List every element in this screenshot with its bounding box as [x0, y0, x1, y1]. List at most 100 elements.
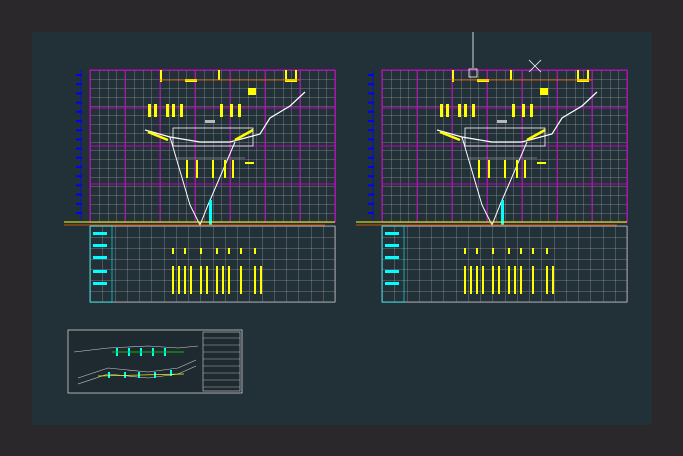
drawing-canvas[interactable]: [32, 32, 652, 425]
station-value-marker: [178, 266, 180, 294]
pile-marker: [472, 104, 475, 117]
elevation-tick-label: [368, 166, 374, 168]
elevation-tick-label: [368, 129, 374, 132]
cross-section-sheet-2: [356, 69, 628, 303]
elevation-tick-label: [76, 147, 82, 150]
structure-marker: [160, 70, 162, 82]
channel-section: [169, 136, 236, 227]
structure-marker: [577, 70, 579, 82]
elevation-tick-label: [76, 83, 82, 86]
elevation-tick-label: [76, 110, 82, 113]
station-value-marker: [206, 266, 208, 294]
elevation-tick-label: [368, 138, 374, 141]
pile-marker: [522, 104, 525, 117]
pickbox-icon: [468, 68, 478, 78]
pile-marker: [172, 104, 175, 117]
elevation-tick-label: [76, 156, 82, 159]
pile-marker: [180, 104, 183, 117]
elevation-tick-label: [368, 83, 374, 86]
elevation-tick-label: [368, 147, 374, 150]
station-value-marker: [260, 266, 262, 294]
terrain-profile: [436, 91, 598, 143]
pile-marker: [464, 104, 467, 117]
elevation-tick-label: [368, 110, 374, 113]
elevation-tick-label: [76, 184, 82, 187]
structure-marker: [218, 70, 220, 80]
station-value-marker: [520, 266, 522, 294]
model-space-viewport[interactable]: [32, 32, 652, 425]
station-value-marker: [216, 266, 218, 294]
station-value-marker: [552, 266, 554, 294]
elevation-tick-label: [368, 74, 374, 76]
table-header-column: [381, 225, 405, 303]
elevation-tick-label: [368, 202, 374, 205]
plan-alignment: [77, 359, 197, 379]
plan-and-profile-overview: [67, 329, 243, 394]
station-value-marker: [498, 266, 500, 294]
pile-marker: [166, 104, 169, 117]
elevation-tick-label: [368, 101, 374, 104]
structure-marker: [452, 70, 454, 82]
station-value-marker: [492, 266, 494, 294]
elevation-tick-label: [76, 212, 82, 214]
pile-marker: [238, 104, 241, 117]
elevation-tick-label: [76, 175, 82, 178]
water-level-marker: [501, 200, 504, 225]
elevation-tick-label: [76, 101, 82, 104]
elevation-tick-label: [368, 184, 374, 187]
data-table: [381, 225, 628, 303]
close-x-icon: [528, 59, 542, 73]
elevation-tick-label: [76, 202, 82, 205]
channel-section: [461, 136, 528, 227]
station-value-marker: [508, 266, 510, 294]
cross-section-sheet-1: [64, 69, 336, 303]
elevation-tick-label: [368, 92, 374, 95]
structure-marker: [285, 70, 287, 82]
water-level-marker: [209, 200, 212, 225]
crosshair-cursor-icon: [468, 32, 478, 78]
station-value-marker: [222, 266, 224, 294]
pile-marker: [154, 104, 157, 117]
station-value-marker: [240, 266, 242, 294]
elevation-tick-label: [368, 175, 374, 178]
structure-marker: [295, 70, 297, 82]
elevation-tick-label: [368, 212, 374, 214]
profile-line: [73, 345, 199, 353]
elevation-tick-label: [368, 193, 374, 196]
station-value-marker: [184, 266, 186, 294]
structure-marker: [587, 70, 589, 82]
title-block: [202, 331, 241, 392]
elevation-tick-label: [76, 92, 82, 95]
pile-marker: [512, 104, 515, 117]
station-value-marker: [172, 266, 174, 294]
station-value-marker: [532, 266, 534, 294]
data-table: [89, 225, 336, 303]
pile-marker: [458, 104, 461, 117]
elevation-tick-label: [368, 156, 374, 159]
elevation-tick-label: [76, 138, 82, 141]
station-value-marker: [190, 266, 192, 294]
pile-marker: [148, 104, 151, 117]
pile-marker: [220, 104, 223, 117]
elevation-tick-label: [76, 120, 82, 122]
table-header-column: [89, 225, 113, 303]
terrain-profile: [144, 91, 306, 143]
elevation-tick-label: [76, 129, 82, 132]
elevation-tick-label: [76, 193, 82, 196]
station-value-marker: [470, 266, 472, 294]
station-value-marker: [514, 266, 516, 294]
station-value-marker: [228, 266, 230, 294]
pile-marker: [446, 104, 449, 117]
pile-marker: [440, 104, 443, 117]
structure-marker: [510, 70, 512, 80]
pile-marker: [230, 104, 233, 117]
pile-marker: [530, 104, 533, 117]
station-value-marker: [482, 266, 484, 294]
station-value-marker: [476, 266, 478, 294]
station-value-marker: [546, 266, 548, 294]
station-value-marker: [254, 266, 256, 294]
station-value-marker: [464, 266, 466, 294]
station-value-marker: [200, 266, 202, 294]
elevation-tick-label: [76, 74, 82, 76]
